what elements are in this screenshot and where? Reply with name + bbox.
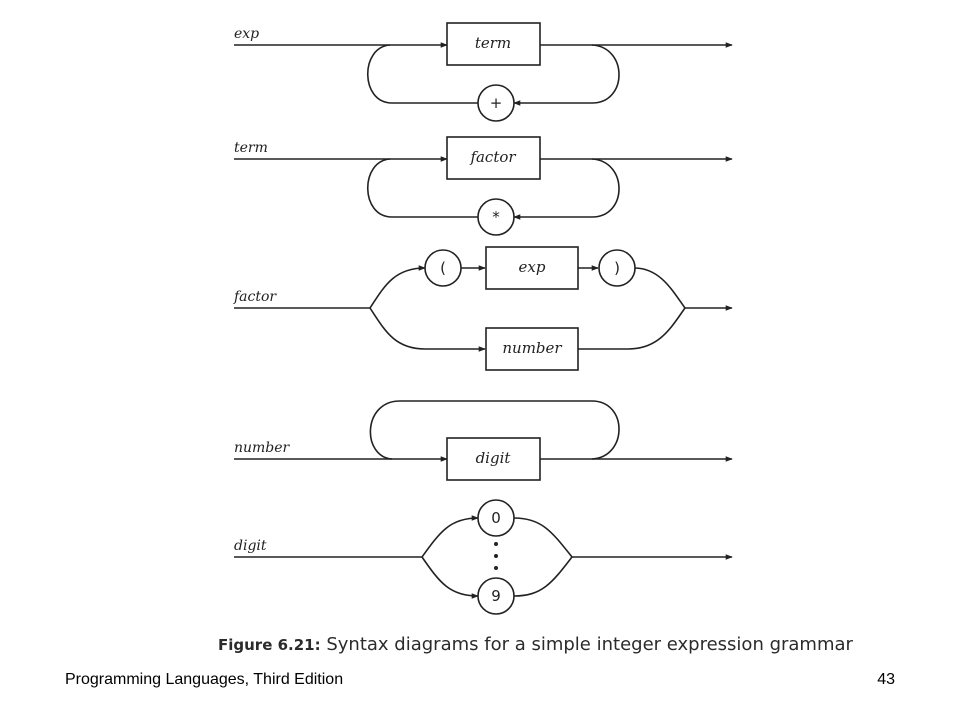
figure-caption-text: Syntax diagrams for a simple integer exp… — [326, 634, 853, 655]
rule-label-exp: exp — [234, 26, 259, 42]
nonterminal-term-box — [446, 22, 541, 66]
rule-digit: digit 0 9 — [234, 499, 733, 615]
rule-label-digit: digit — [234, 538, 267, 554]
terminal-star-circle — [477, 198, 515, 236]
terminal-lparen-circle — [424, 249, 462, 287]
footer-page-number: 43 — [877, 671, 895, 688]
nonterminal-factor-label: factor — [469, 148, 516, 166]
terminal-zero-label: 0 — [491, 509, 501, 527]
factor-branch-lower-out — [578, 307, 686, 350]
rule-exp: exp term + — [234, 22, 733, 122]
nonterminal-exp-box — [485, 246, 579, 290]
rule-factor: factor ( exp ) number — [233, 246, 733, 371]
ellipsis-dots — [494, 542, 498, 570]
nonterminal-number-label: number — [502, 339, 562, 357]
nonterminal-number-box — [485, 327, 579, 371]
terminal-zero-circle — [477, 499, 515, 537]
exp-loop-right — [513, 44, 620, 106]
nonterminal-factor-box — [446, 136, 541, 180]
terminal-plus-circle — [477, 84, 515, 122]
digit-branch-zero-in — [421, 515, 479, 558]
term-loop-left — [367, 158, 478, 218]
factor-branch-lower-in — [369, 307, 486, 352]
factor-branch-upper-out — [633, 267, 686, 309]
terminal-nine-circle — [477, 577, 515, 615]
digit-branch-zero-out — [513, 517, 573, 558]
terminal-nine-label: 9 — [491, 587, 501, 605]
figure-caption-label: Figure 6.21: — [218, 636, 321, 654]
footer-book-title: Programming Languages, Third Edition — [65, 671, 344, 688]
figure-caption: Figure 6.21: Syntax diagrams for a simpl… — [218, 634, 853, 655]
rule-term: term factor * — [234, 136, 733, 236]
digit-branch-nine-out — [513, 556, 573, 597]
factor-branch-upper-in — [369, 265, 426, 309]
terminal-star-label: * — [492, 208, 500, 226]
terminal-plus-label: + — [490, 94, 503, 112]
digit-branch-nine-in — [421, 556, 479, 599]
terminal-rparen-circle — [598, 249, 636, 287]
term-loop-right — [513, 158, 620, 220]
nonterminal-digit-box — [446, 437, 541, 481]
number-loop — [369, 400, 620, 460]
rule-label-term: term — [234, 140, 268, 156]
rule-label-factor: factor — [233, 289, 277, 305]
nonterminal-exp-label: exp — [519, 258, 546, 276]
exp-loop-left — [367, 44, 478, 104]
rule-number: number digit — [234, 400, 733, 481]
nonterminal-term-label: term — [475, 34, 511, 52]
nonterminal-digit-label: digit — [476, 449, 512, 467]
terminal-lparen-label: ( — [440, 259, 446, 277]
terminal-rparen-label: ) — [614, 259, 620, 277]
rule-label-number: number — [234, 440, 291, 456]
